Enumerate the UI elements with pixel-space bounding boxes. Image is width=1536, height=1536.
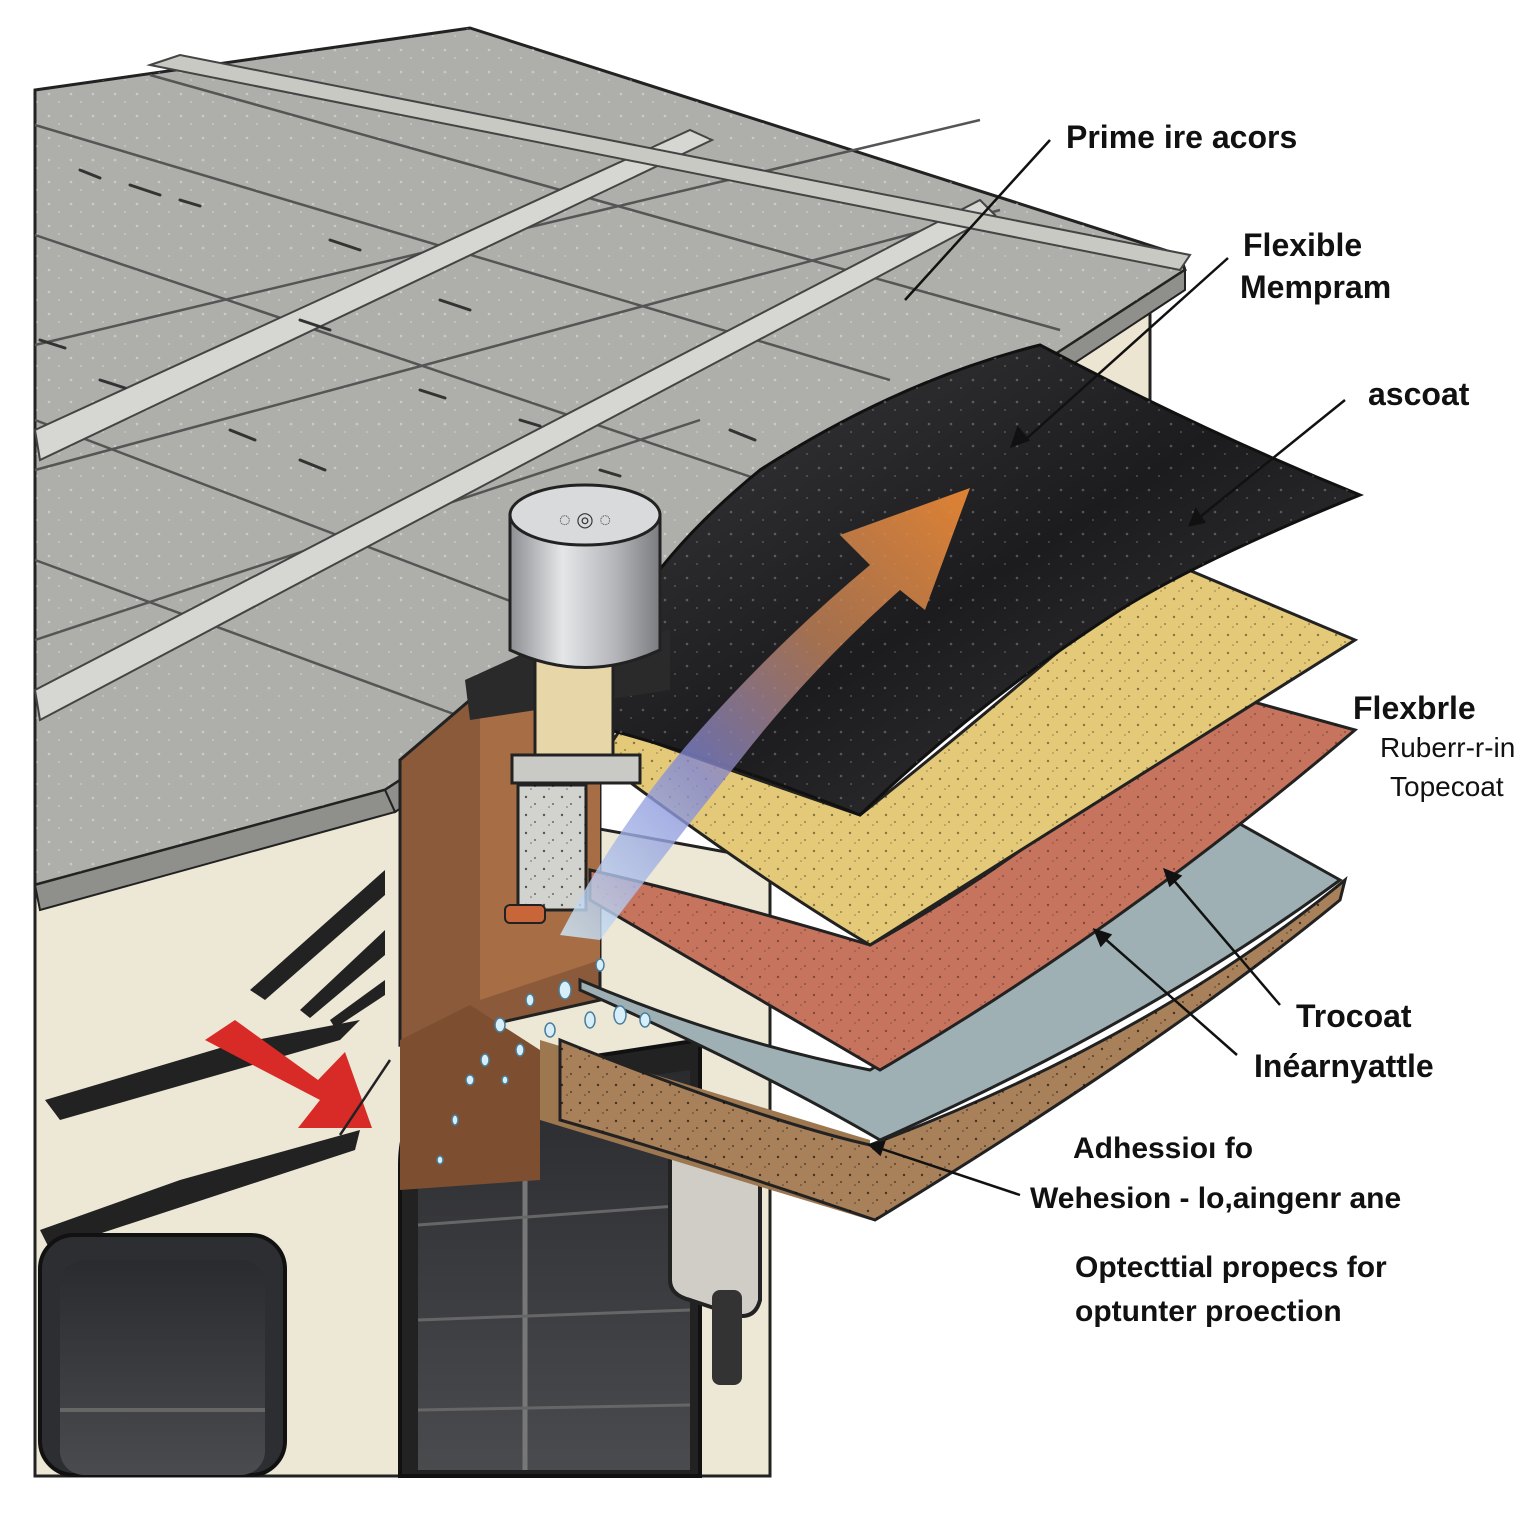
water-flow-arrow-icon xyxy=(436,488,970,1165)
svg-text:◌ ◎ ◌: ◌ ◎ ◌ xyxy=(559,509,611,531)
label-basecoat: ascoat xyxy=(1368,376,1470,412)
label-trocoat: Trocoat xyxy=(1296,998,1412,1034)
label-optectial: Optecttial propecs for xyxy=(1075,1251,1387,1284)
label-membrane: Mempram xyxy=(1240,269,1392,305)
rv-side-window xyxy=(38,1233,287,1477)
entry-arrow-icon xyxy=(205,1020,392,1136)
label-inearnyattle: Inéarnyattle xyxy=(1254,1048,1434,1084)
membrane-layer-stack xyxy=(558,343,1364,1222)
label-flexbrle: Flexbrle xyxy=(1353,690,1476,726)
label-topecoat: Topecoat xyxy=(1390,771,1504,802)
label-optunter: optunter proection xyxy=(1075,1295,1342,1328)
label-flexible: Flexible xyxy=(1243,227,1363,263)
label-prime: Prime ire acors xyxy=(1066,119,1298,155)
label-wehesion: Wehesion - lo,aingenr ane xyxy=(1030,1182,1402,1215)
leader-lines xyxy=(867,139,1346,1197)
roof-vent-icon: ◌ ◎ ◌ xyxy=(465,483,670,924)
label-adhesion: Adhessioı fo xyxy=(1073,1132,1254,1165)
label-rubber: Ruberr-r-in xyxy=(1380,732,1516,763)
